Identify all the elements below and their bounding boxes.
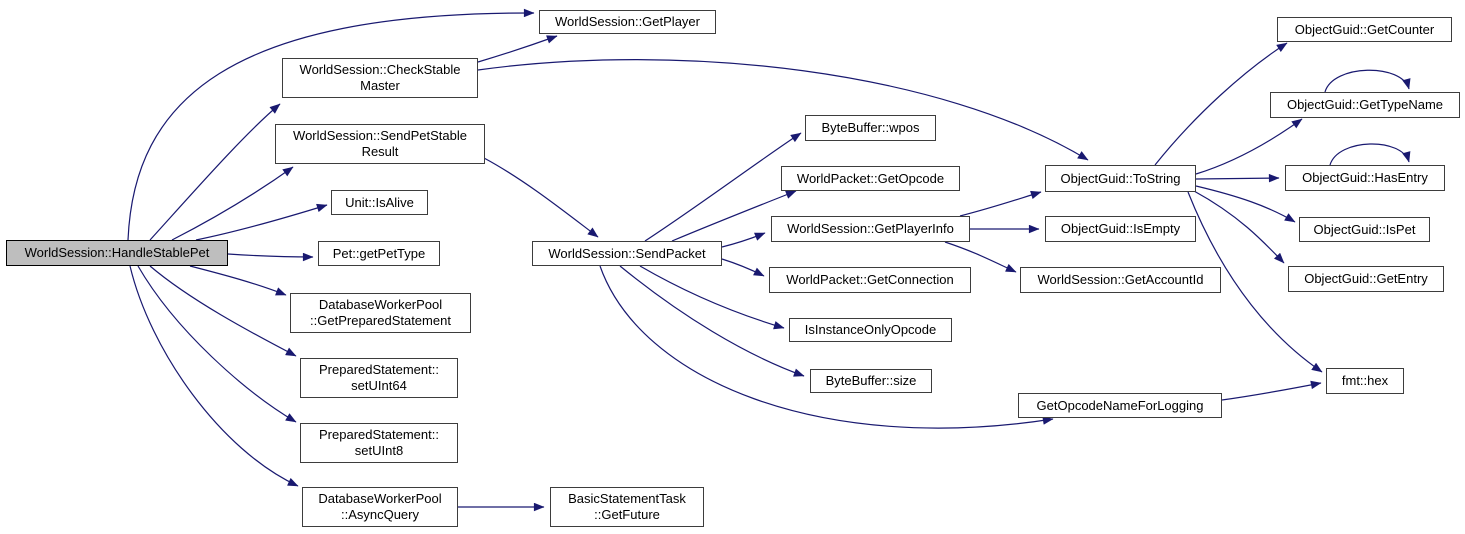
node-bytebuffer-size[interactable]: ByteBuffer::size: [810, 369, 932, 393]
edge-to-string-to-get-entry: [1193, 190, 1285, 264]
edge-check-stable-master-to-to-string: [477, 59, 1089, 161]
node-is-alive[interactable]: Unit::IsAlive: [331, 190, 428, 215]
edge-send-pet-stable-result-to-send-packet: [483, 157, 599, 238]
edge-handle-stable-pet-to-send-pet-stable-result: [171, 166, 294, 241]
edge-handle-stable-pet-to-set-uint8: [137, 265, 297, 423]
node-get-player-info[interactable]: WorldSession::GetPlayerInfo: [771, 216, 970, 242]
edge-send-packet-to-get-opcode-name-for-logging: [599, 265, 1054, 429]
node-is-instance-only-opcode[interactable]: IsInstanceOnlyOpcode: [789, 318, 952, 342]
node-set-uint64[interactable]: PreparedStatement:: setUInt64: [300, 358, 458, 398]
edge-handle-stable-pet-to-async-query: [129, 265, 299, 487]
node-fmt-hex[interactable]: fmt::hex: [1326, 368, 1404, 394]
node-get-opcode[interactable]: WorldPacket::GetOpcode: [781, 166, 960, 191]
node-send-packet[interactable]: WorldSession::SendPacket: [532, 241, 722, 266]
edge-handle-stable-pet-to-check-stable-master: [149, 103, 281, 241]
node-get-connection[interactable]: WorldPacket::GetConnection: [769, 267, 971, 293]
edge-to-string-to-has-entry: [1195, 173, 1280, 183]
node-get-entry[interactable]: ObjectGuid::GetEntry: [1288, 266, 1444, 292]
node-get-type-name[interactable]: ObjectGuid::GetTypeName: [1270, 92, 1460, 118]
node-get-player[interactable]: WorldSession::GetPlayer: [539, 10, 716, 34]
node-get-pet-type[interactable]: Pet::getPetType: [318, 241, 440, 266]
edge-send-packet-to-is-instance-only-opcode: [639, 265, 785, 330]
node-get-opcode-name-for-logging[interactable]: GetOpcodeNameForLogging: [1018, 393, 1222, 418]
node-set-uint8[interactable]: PreparedStatement:: setUInt8: [300, 423, 458, 463]
edge-get-player-info-to-to-string: [959, 190, 1042, 217]
edge-to-string-to-get-type-name: [1195, 118, 1303, 175]
node-is-pet[interactable]: ObjectGuid::IsPet: [1299, 217, 1430, 242]
node-has-entry[interactable]: ObjectGuid::HasEntry: [1285, 165, 1445, 191]
edge-handle-stable-pet-to-get-player: [127, 8, 535, 241]
edge-get-player-info-to-get-account-id: [944, 241, 1017, 273]
node-get-counter[interactable]: ObjectGuid::GetCounter: [1277, 17, 1452, 42]
edge-handle-stable-pet-to-get-prepared-statement: [189, 265, 287, 296]
edge-handle-stable-pet-to-get-pet-type: [227, 252, 314, 262]
node-to-string[interactable]: ObjectGuid::ToString: [1045, 165, 1196, 192]
node-async-query[interactable]: DatabaseWorkerPool ::AsyncQuery: [302, 487, 458, 527]
node-get-future[interactable]: BasicStatementTask ::GetFuture: [550, 487, 704, 527]
edge-handle-stable-pet-to-set-uint64: [149, 265, 297, 357]
edge-to-string-to-get-counter: [1154, 42, 1288, 166]
edge-handle-stable-pet-to-is-alive: [195, 203, 328, 241]
edges-group: [127, 8, 1411, 512]
edge-get-opcode-name-for-logging-to-fmt-hex: [1221, 380, 1322, 401]
edge-send-packet-to-get-player-info: [721, 232, 766, 248]
edge-to-string-to-fmt-hex: [1187, 191, 1323, 373]
edge-send-packet-to-get-opcode: [671, 190, 797, 242]
node-wpos[interactable]: ByteBuffer::wpos: [805, 115, 936, 141]
edge-has-entry-to-has-entry: [1329, 143, 1411, 166]
node-send-pet-stable-result[interactable]: WorldSession::SendPetStable Result: [275, 124, 485, 164]
edge-get-type-name-to-get-type-name: [1324, 69, 1411, 93]
edge-to-string-to-is-pet: [1195, 185, 1296, 223]
edge-send-packet-to-get-connection: [721, 258, 765, 277]
edge-check-stable-master-to-get-player: [477, 35, 558, 63]
node-get-prepared-statement[interactable]: DatabaseWorkerPool ::GetPreparedStatemen…: [290, 293, 471, 333]
edge-send-packet-to-wpos: [644, 132, 802, 242]
node-get-account-id[interactable]: WorldSession::GetAccountId: [1020, 267, 1221, 293]
node-is-empty[interactable]: ObjectGuid::IsEmpty: [1045, 216, 1196, 242]
node-check-stable-master[interactable]: WorldSession::CheckStable Master: [282, 58, 478, 98]
node-handle-stable-pet[interactable]: WorldSession::HandleStablePet: [6, 240, 228, 266]
edge-send-packet-to-bytebuffer-size: [619, 265, 805, 377]
